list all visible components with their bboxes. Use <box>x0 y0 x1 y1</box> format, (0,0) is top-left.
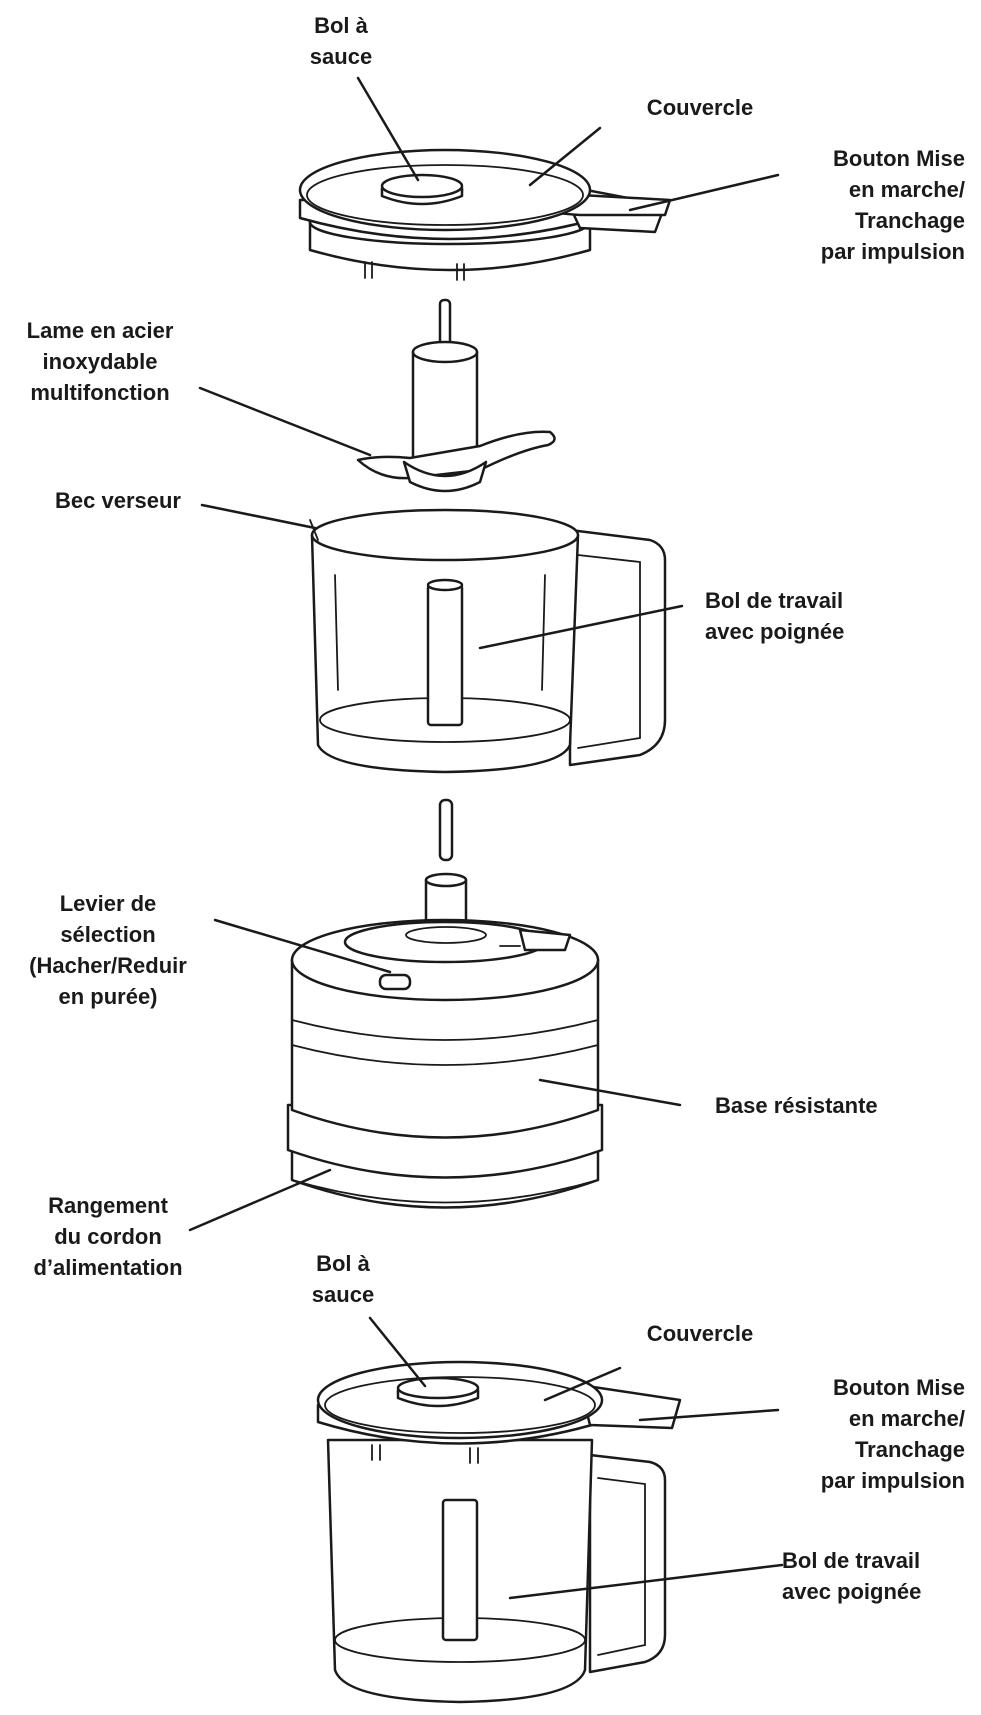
assembled-drawing <box>316 1360 682 1704</box>
label-top-lid: Couvercle <box>646 95 754 120</box>
base-drawing <box>286 798 604 1209</box>
label-spout: Bec verseur <box>55 488 181 513</box>
top-lid-drawing <box>298 148 672 281</box>
blade-drawing <box>356 298 556 493</box>
label-base: Base résistante <box>715 1093 878 1118</box>
work-bowl-drawing <box>309 508 667 774</box>
label-bottom-lid: Couvercle <box>646 1321 754 1346</box>
leader-lines <box>188 76 784 1600</box>
